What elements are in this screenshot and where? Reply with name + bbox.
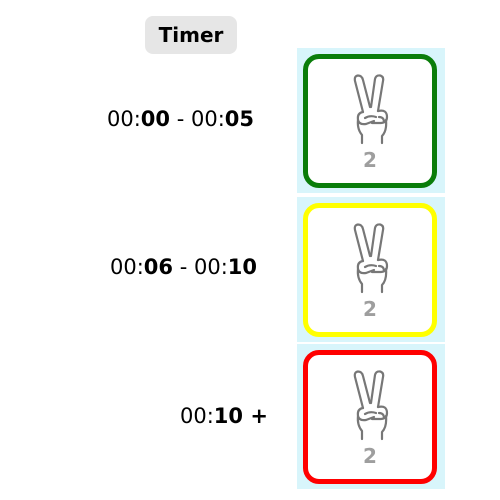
timer-title: Timer [158, 23, 224, 47]
gesture-count: 2 [363, 297, 377, 321]
range-end-seconds: 05 [224, 107, 254, 131]
peace-hand-icon [353, 74, 389, 145]
range-start-minutes: 00: [110, 255, 144, 279]
timer-header: Timer [145, 16, 237, 54]
gesture-card-3[interactable]: 2 [303, 350, 437, 484]
range-start-seconds: 06 [143, 255, 174, 279]
time-range-2: 00:06 - 00:10 [110, 257, 257, 278]
time-range-3: 00:10 + [180, 406, 268, 427]
range-start-minutes: 00: [107, 107, 141, 131]
peace-hand-icon [353, 223, 389, 294]
peace-hand-icon [353, 370, 389, 441]
range-end-minutes: 00: [193, 255, 228, 279]
range-start-seconds: 00 [140, 107, 171, 131]
gesture-card-panel-3: 2 [297, 344, 445, 489]
range-separator: - [173, 255, 194, 279]
range-end-seconds: 10 [227, 255, 257, 279]
gesture-count: 2 [363, 148, 377, 172]
gesture-card-panel-2: 2 [297, 197, 445, 342]
range-separator: - [170, 107, 191, 131]
range-plus: + [243, 404, 268, 428]
gesture-card-panel-1: 2 [297, 48, 445, 193]
range-start-minutes: 00: [180, 404, 214, 428]
range-start-seconds: 10 [213, 404, 244, 428]
gesture-count: 2 [363, 444, 377, 468]
gesture-card-1[interactable]: 2 [303, 54, 437, 188]
gesture-card-2[interactable]: 2 [303, 203, 437, 337]
range-end-minutes: 00: [190, 107, 225, 131]
time-range-1: 00:00 - 00:05 [107, 109, 254, 130]
